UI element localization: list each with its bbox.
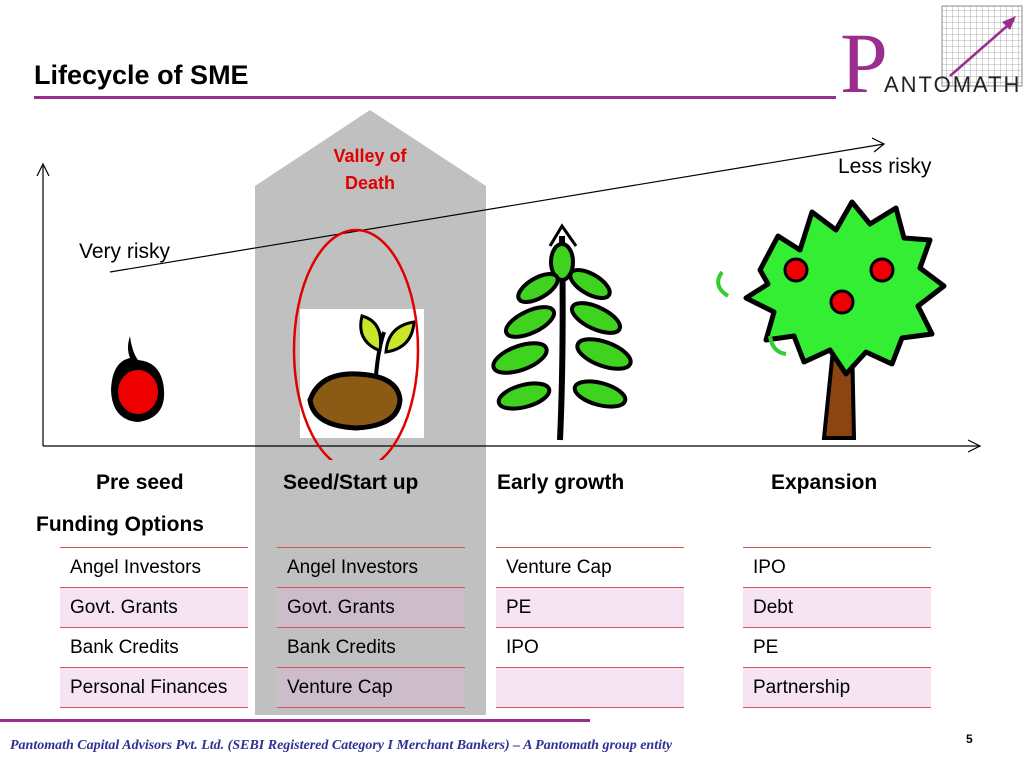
table-cell — [496, 667, 684, 708]
pantomath-logo: P ANTOMATH — [840, 5, 1023, 96]
table-cell: Angel Investors — [60, 547, 248, 588]
valley-of-death-label: Valley of Death — [333, 146, 407, 193]
table-cell: Bank Credits — [277, 627, 465, 668]
slide-title: Lifecycle of SME — [34, 60, 249, 90]
table-cell: Debt — [743, 587, 931, 628]
funding-table-expansion: IPO Debt PE Partnership — [743, 547, 931, 708]
table-cell: Bank Credits — [60, 627, 248, 668]
stage-expansion: Expansion — [771, 471, 878, 494]
stage-seed-startup: Seed/Start up — [283, 471, 419, 494]
seedling-icon — [300, 309, 424, 438]
funding-options-title: Funding Options — [36, 513, 204, 536]
table-cell: Govt. Grants — [60, 587, 248, 628]
title-underline — [34, 96, 836, 99]
lifecycle-diagram — [36, 137, 982, 460]
table-cell: PE — [496, 587, 684, 628]
funding-table-pre-seed: Angel Investors Govt. Grants Bank Credit… — [60, 547, 248, 708]
seed-icon — [111, 336, 165, 422]
tree-icon — [716, 199, 947, 440]
plant-icon — [491, 223, 633, 441]
footer-rule — [0, 719, 590, 722]
table-cell: Govt. Grants — [277, 587, 465, 628]
funding-table-seed-startup: Angel Investors Govt. Grants Bank Credit… — [277, 547, 465, 708]
very-risky-label: Very risky — [79, 240, 171, 263]
page-number: 5 — [966, 732, 973, 746]
table-cell: Venture Cap — [277, 667, 465, 708]
funding-table-early-growth: Venture Cap PE IPO — [496, 547, 684, 708]
table-cell: Partnership — [743, 667, 931, 708]
table-cell: Angel Investors — [277, 547, 465, 588]
logo-letter: P — [840, 15, 888, 96]
table-cell: PE — [743, 627, 931, 668]
stage-pre-seed: Pre seed — [96, 471, 184, 494]
less-risky-label: Less risky — [838, 155, 932, 178]
logo-text: ANTOMATH — [884, 72, 1021, 96]
stage-early-growth: Early growth — [497, 471, 625, 494]
risk-trend-line — [109, 143, 885, 273]
footer-text: Pantomath Capital Advisors Pvt. Ltd. (SE… — [10, 738, 673, 753]
table-cell: Personal Finances — [60, 667, 248, 708]
table-cell: IPO — [743, 547, 931, 588]
table-cell: Venture Cap — [496, 547, 684, 588]
highlight-ellipse — [292, 228, 420, 460]
table-cell: IPO — [496, 627, 684, 668]
